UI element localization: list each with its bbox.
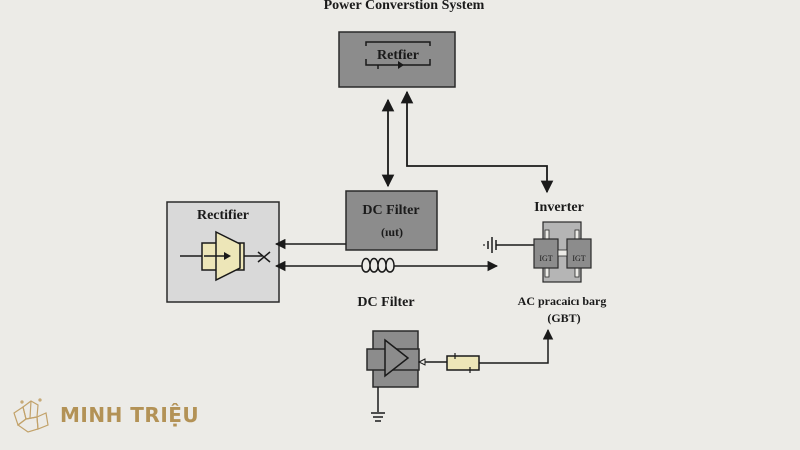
dc-filter-top-sublabel: (ıut) (381, 225, 403, 239)
battery-icon (483, 237, 497, 253)
igbt-switch (566, 238, 592, 269)
brand-name: MINH TRIỆU (60, 403, 200, 427)
inductor-icon (361, 257, 395, 273)
brand-logo: MINH TRIỆU (10, 393, 199, 437)
arrow-icon (398, 61, 404, 69)
amplifier-icon (384, 338, 410, 378)
capacitor-icon (446, 353, 480, 373)
dc-filter-top-block: DC Filter (ıut) (345, 190, 438, 251)
dc-filter-top-label: DC Filter (362, 203, 419, 218)
diagram-title: Power Converstion System (324, 0, 485, 13)
dc-filter-bottom-label: DC Filter (357, 295, 414, 310)
ground-icon (371, 412, 385, 422)
igbt-label: IGT (572, 254, 585, 263)
top-rectifier-block: Retfier (338, 31, 456, 88)
inverter-label: Inverter (534, 200, 584, 215)
rectifier-inverter-link (400, 90, 554, 194)
igbt-label: IGT (539, 254, 552, 263)
inverter-caption: AC pracaicı barg (518, 294, 607, 308)
top-rectifier-label: Retfier (377, 48, 419, 63)
dc-filter-bottom-block (366, 330, 420, 422)
rectifier-label: Rectifier (197, 208, 249, 223)
crystal-logo-icon (13, 398, 49, 433)
rectifier-block: Rectifier (166, 201, 280, 303)
inverter-block: Inverter IGT IGT AC pracaicı barg (GBT) (518, 200, 607, 325)
inverter-caption-sub: (GBT) (547, 311, 580, 325)
